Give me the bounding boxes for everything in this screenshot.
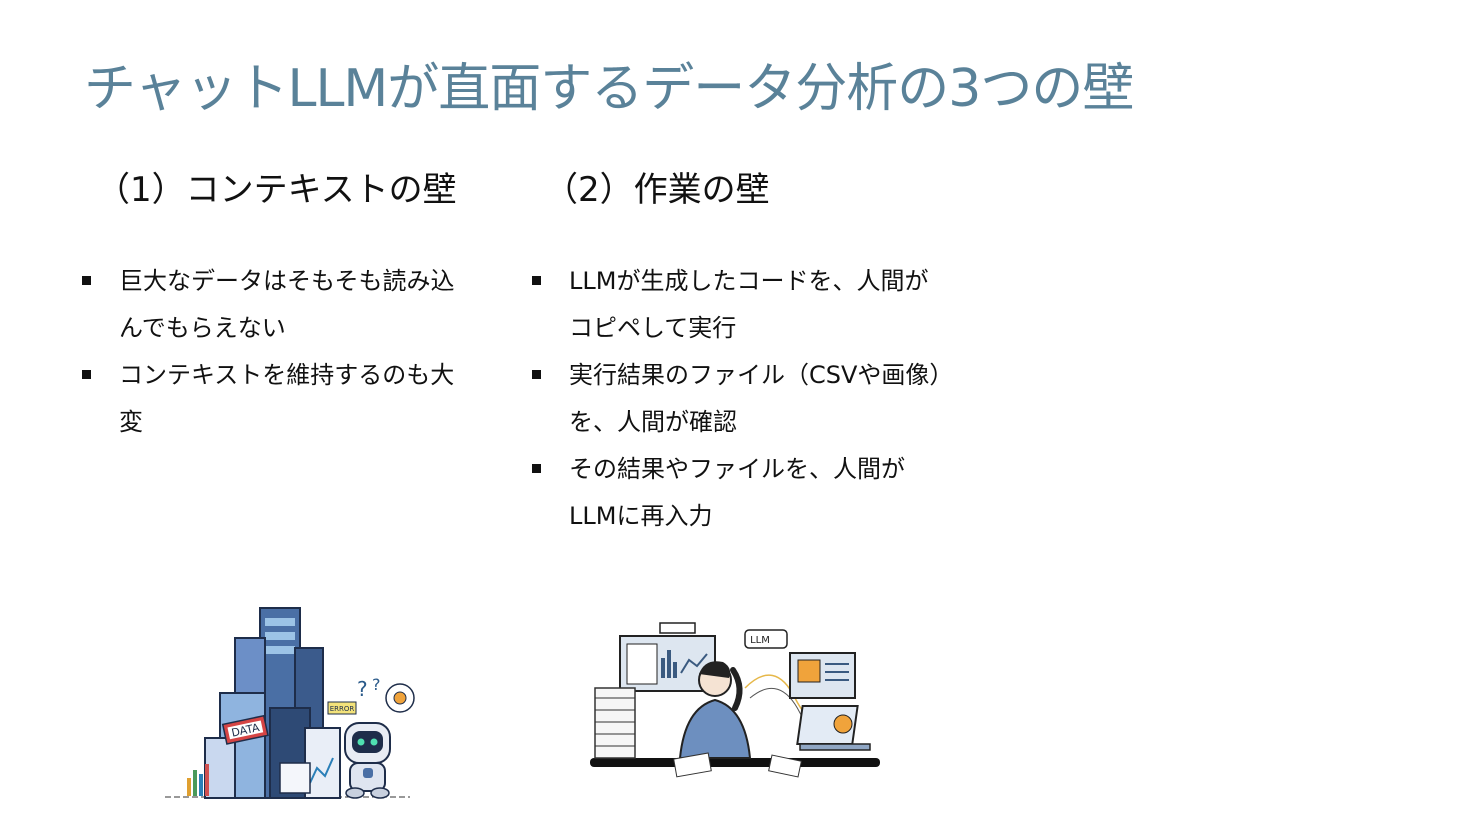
slide-title: チャットLLMが直面するデータ分析の3つの壁 — [84, 59, 1134, 119]
bullet-square-icon — [82, 370, 91, 379]
error-tag-label: ERROR — [330, 705, 355, 713]
work-wall-bullets: LLMが生成したコードを、人間がコピペして実行 実行結果のファイル（CSVや画像… — [532, 258, 942, 540]
bullet-square-icon — [82, 276, 91, 285]
bullet-square-icon — [532, 464, 541, 473]
bullet-square-icon — [532, 370, 541, 379]
context-wall-heading: （1）コンテキストの壁 — [96, 170, 457, 210]
data-tag-label: DATA — [230, 721, 261, 740]
bullet-item: LLMが生成したコードを、人間がコピペして実行 — [532, 258, 942, 352]
bullet-square-icon — [532, 276, 541, 285]
bullet-item: その結果やファイルを、人間がLLMに再入力 — [532, 446, 942, 540]
bullet-item: コンテキストを維持するのも大変 — [82, 352, 472, 446]
svg-text:?: ? — [357, 677, 368, 701]
data-overload-robot-illustration: DATA ERROR ? ? — [165, 607, 415, 799]
work-wall-heading: （2）作業の壁 — [544, 170, 770, 210]
overwhelmed-worker-illustration: LLM — [590, 622, 880, 778]
bullet-item: 実行結果のファイル（CSVや画像）を、人間が確認 — [532, 352, 942, 446]
llm-bubble-label: LLM — [750, 635, 770, 646]
svg-text:?: ? — [372, 675, 381, 694]
bullet-item: 巨大なデータはそもそも読み込んでもらえない — [82, 258, 472, 352]
context-wall-bullets: 巨大なデータはそもそも読み込んでもらえない コンテキストを維持するのも大変 — [82, 258, 472, 446]
